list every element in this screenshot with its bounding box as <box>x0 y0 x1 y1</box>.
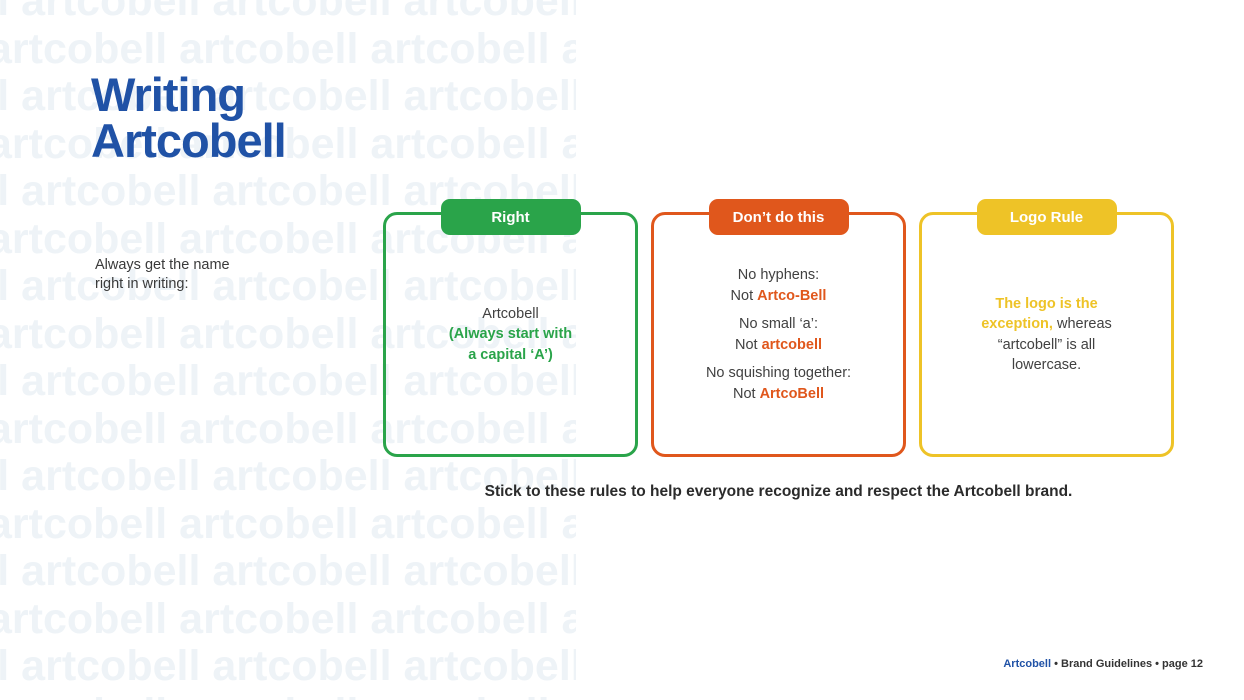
card-right: Right Artcobell (Always start with a cap… <box>383 199 638 457</box>
logo-rule-highlight: The logo is the <box>995 295 1098 312</box>
intro-line2: right in writing: <box>95 276 189 292</box>
rule-bad-prefix: Not <box>734 336 762 353</box>
watermark-row: artcobell artcobell artcobell artcobell … <box>0 499 576 548</box>
logo-rule-line-3: “artcobell” is all <box>997 336 1096 353</box>
card-right-line-plain: Artcobell <box>482 305 539 322</box>
watermark-row: artcobell artcobell artcobell artcobell … <box>0 690 576 700</box>
rule-bad-prefix: Not <box>732 385 760 402</box>
rule-no-hyphens: No hyphens: Not Artco-Bell <box>706 265 851 306</box>
rule-bad-text: ArtcoBell <box>759 385 825 402</box>
card-right-badge: Right <box>440 199 581 235</box>
page-title-line1: Writing <box>91 68 246 121</box>
rule-bad-example: Not artcobell <box>706 335 851 356</box>
watermark-row: artcobell artcobell artcobell artcobell … <box>0 404 576 453</box>
closing-statement: Stick to these rules to help everyone re… <box>484 483 1073 500</box>
intro-text: Always get the name right in writing: <box>95 256 230 294</box>
card-right-line-highlight-2: a capital ‘A’) <box>468 346 553 363</box>
footer-brand: Artcobell <box>1003 658 1052 670</box>
rule-no-squishing: No squishing together: Not ArtcoBell <box>706 363 851 404</box>
logo-rule-line-2: exception, whereas <box>981 314 1112 335</box>
card-logo-badge: Logo Rule <box>976 199 1117 235</box>
logo-rule-plain: whereas <box>1052 316 1112 332</box>
rule-bad-text: Artco-Bell <box>757 287 827 304</box>
card-right-body: Artcobell (Always start with a capital ‘… <box>449 304 572 366</box>
watermark-row: artcobell artcobell artcobell artcobell … <box>0 642 576 690</box>
watermark-row: artcobell artcobell artcobell artcobell … <box>0 452 576 500</box>
footer: Artcobell • Brand Guidelines • page 12 <box>1003 658 1203 670</box>
rule-bad-example: Not ArtcoBell <box>706 384 851 405</box>
rule-bad-text: artcobell <box>761 336 823 353</box>
watermark-row: artcobell artcobell artcobell artcobell … <box>0 547 576 595</box>
watermark-row: artcobell artcobell artcobell artcobell … <box>0 309 576 358</box>
watermark-row: artcobell artcobell artcobell artcobell … <box>0 357 576 405</box>
cards-row: Right Artcobell (Always start with a cap… <box>383 199 1174 457</box>
logo-rule-highlight: exception, <box>981 316 1053 332</box>
watermark-row: artcobell artcobell artcobell artcobell … <box>0 0 576 25</box>
page-title-line2: Artcobell <box>91 114 287 167</box>
card-dont-do-this: Don’t do this No hyphens: Not Artco-Bell… <box>651 199 906 457</box>
card-logo-body: The logo is the exception, whereas “artc… <box>981 294 1112 376</box>
watermark-row: artcobell artcobell artcobell artcobell … <box>0 119 576 168</box>
card-right-line-highlight-1: (Always start with <box>448 326 573 343</box>
card-dont-badge: Don’t do this <box>708 199 849 235</box>
rule-bad-example: Not Artco-Bell <box>706 286 851 307</box>
rule-no-small-a: No small ‘a’: Not artcobell <box>706 314 851 355</box>
watermark-row: artcobell artcobell artcobell artcobell … <box>0 594 576 643</box>
logo-rule-line-4: lowercase. <box>1011 357 1082 373</box>
intro-line1: Always get the name <box>95 257 230 273</box>
rule-label: No squishing together: <box>705 365 852 381</box>
rule-bad-prefix: Not <box>730 287 758 304</box>
footer-meta: • Brand Guidelines • page 12 <box>1051 658 1203 670</box>
card-logo-rule: Logo Rule The logo is the exception, whe… <box>919 199 1174 457</box>
watermark-row: artcobell artcobell artcobell artcobell … <box>0 72 576 120</box>
logo-rule-line-1: The logo is the <box>981 294 1112 315</box>
watermark-pattern: artcobell artcobell artcobell artcobell … <box>0 0 576 700</box>
watermark-row: artcobell artcobell artcobell artcobell … <box>0 24 576 73</box>
rule-label: No small ‘a’: <box>739 316 818 332</box>
watermark-row: artcobell artcobell artcobell artcobell … <box>0 262 576 310</box>
rule-label: No hyphens: <box>737 267 820 283</box>
card-dont-body: No hyphens: Not Artco-Bell No small ‘a’:… <box>706 265 851 404</box>
